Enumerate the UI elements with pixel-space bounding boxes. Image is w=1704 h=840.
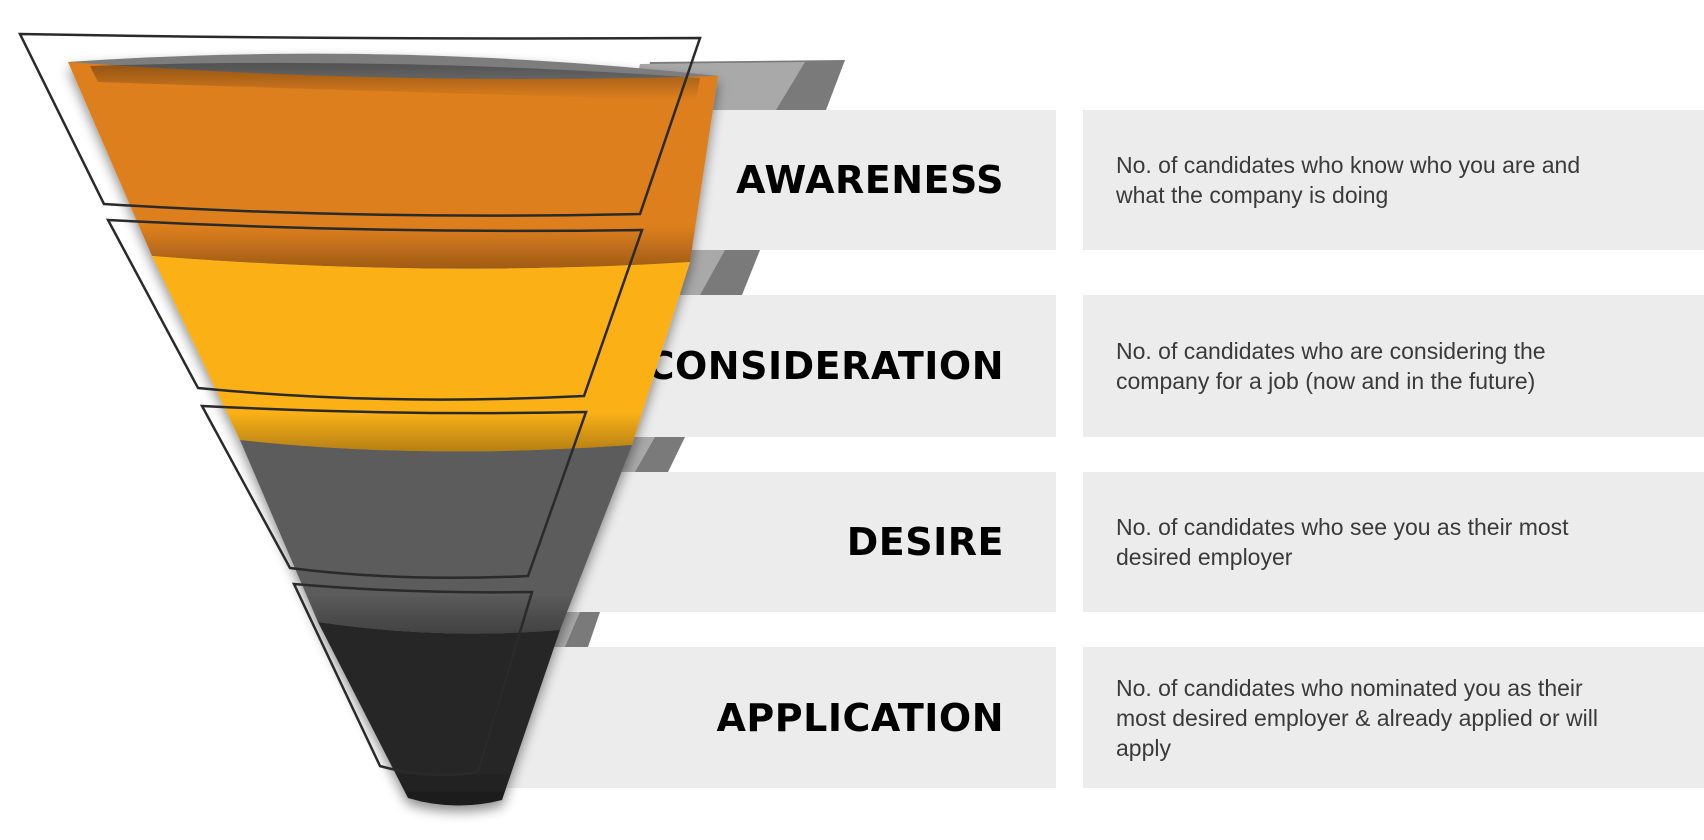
stage-description-panel-application: No. of candidates who nominated you as t… — [1083, 647, 1704, 788]
stage-description-panel-awareness: No. of candidates who know who you are a… — [1083, 110, 1704, 250]
funnel-outlines — [17, 32, 702, 777]
stage-description-panel-desire: No. of candidates who see you as their m… — [1083, 472, 1704, 612]
stage-description-desire: No. of candidates who see you as their m… — [1116, 514, 1569, 570]
funnel-band-shade-consideration — [152, 256, 690, 452]
stage-title-awareness: AWARENESS — [736, 158, 1004, 202]
stage-description-application: No. of candidates who nominated you as t… — [1116, 674, 1598, 761]
funnel-outline-awareness — [17, 32, 702, 217]
stage-description-panel-consideration: No. of candidates who are considering th… — [1083, 295, 1704, 437]
stage-title-application: APPLICATION — [716, 695, 1004, 740]
stage-description-consideration: No. of candidates who are considering th… — [1116, 338, 1546, 394]
stage-description-awareness: No. of candidates who know who you are a… — [1116, 152, 1581, 208]
funnel-outline-application — [291, 582, 534, 777]
funnel-outline-desire — [199, 404, 588, 580]
funnel-top-rim-shadow — [90, 62, 700, 100]
funnel-band-shade-desire — [240, 440, 632, 634]
funnel-outline-consideration — [105, 218, 644, 401]
stage-title-desire: DESIRE — [846, 520, 1004, 564]
funnel-band-shade-application — [318, 622, 560, 806]
stage-label-panel-application: APPLICATION — [466, 647, 1056, 788]
stage-title-consideration: CONSIDERATION — [646, 344, 1004, 388]
funnel-bands — [68, 53, 718, 806]
